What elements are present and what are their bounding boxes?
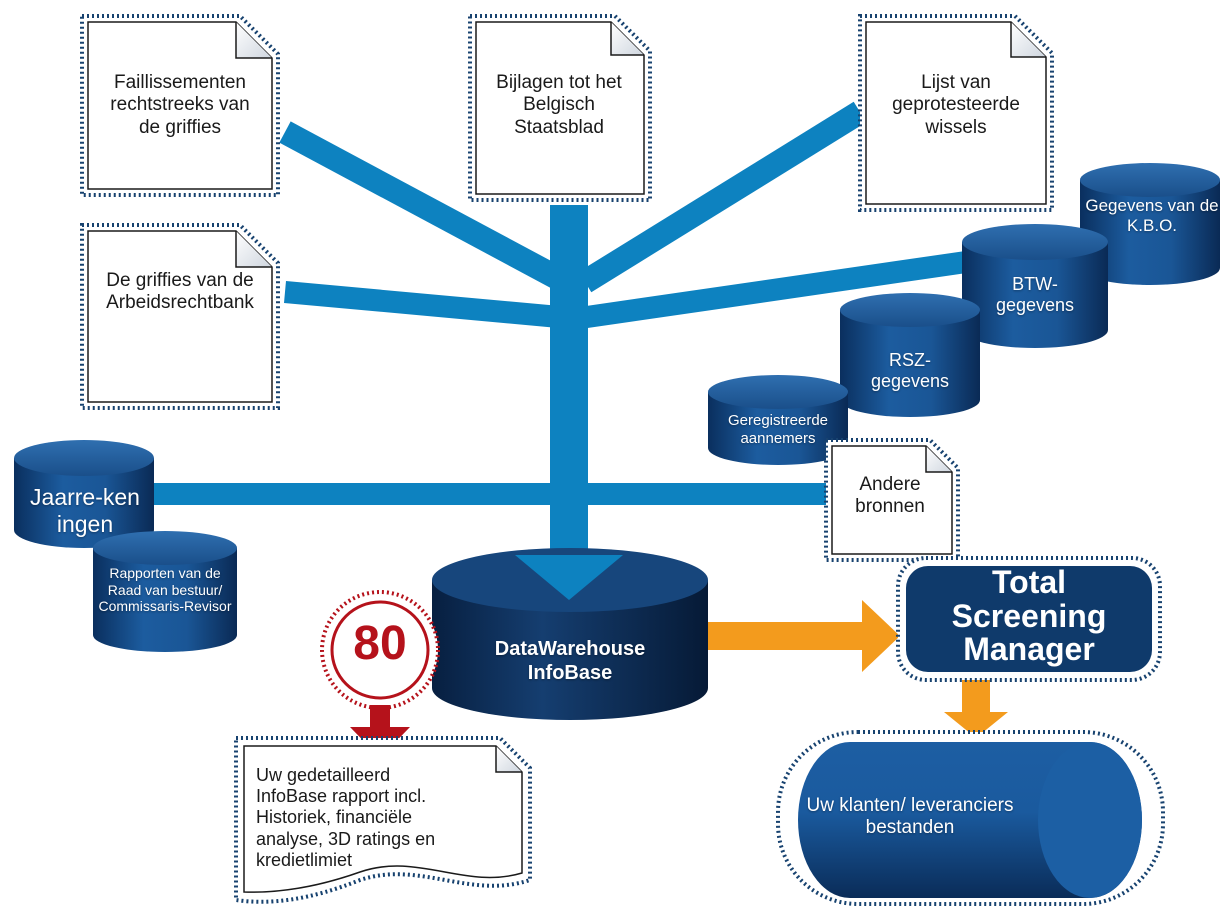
doc-bijlagen [468, 14, 652, 202]
datawarehouse-label: DataWarehouse InfoBase [494, 638, 646, 684]
db-aannemers-label: Geregistreerde aannemers [727, 412, 829, 447]
orange-arrows [708, 600, 1008, 738]
doc-andere-label: Andere bronnen [855, 474, 925, 518]
doc-bijlagen-label: Bijlagen tot het Belgisch Staatsblad [496, 72, 622, 138]
klanten-label: Uw klanten/ leveranciers bestanden [806, 795, 1014, 839]
doc-lijst [858, 14, 1054, 212]
arrow-to-tsm [708, 600, 900, 672]
db-rsz [840, 293, 980, 417]
db-datawarehouse [432, 548, 708, 720]
doc-andere [824, 438, 960, 562]
pipe-faillissementen [279, 121, 571, 293]
pipe-main-trunk [550, 205, 588, 560]
tsm-label: Total Screening Manager [951, 564, 1107, 668]
tsm-box [896, 556, 1162, 682]
db-jaarrekeningen [14, 440, 154, 548]
db-rapporten [93, 531, 237, 652]
doc-faillissementen-label: Faillissementen rechtstreeks van de grif… [110, 72, 250, 138]
doc-lijst-label: Lijst van geprotesteerde wissels [892, 72, 1020, 138]
db-aannemers [708, 375, 848, 465]
doc-griffies [80, 223, 280, 410]
db-kbo [1080, 163, 1220, 285]
flow-pipes [150, 101, 968, 600]
db-btw-label: BTW-gegevens [995, 274, 1075, 316]
pipe-griffies [284, 281, 571, 329]
doc-faillissementen [80, 14, 280, 197]
db-rsz-label: RSZ-gegevens [870, 350, 950, 392]
doc-rapport [234, 736, 532, 904]
pipe-btw [578, 251, 968, 329]
tube-klanten [776, 730, 1165, 906]
db-jaarrekeningen-label: Jaarre-keningen [30, 484, 140, 538]
db-rapporten-label: Rapporten van de Raad van bestuur/ Commi… [98, 565, 232, 615]
doc-rapport-label: Uw gedetailleerd InfoBase rapport incl. … [256, 765, 436, 870]
pipe-lijst [578, 101, 867, 293]
badge-80 [320, 590, 440, 758]
doc-griffies-label: De griffies van de Arbeidsrechtbank [106, 270, 254, 314]
badge-80-label: 80 [353, 617, 407, 670]
db-kbo-label: Gegevens van de K.B.O. [1085, 196, 1219, 236]
arrow-to-klanten [944, 680, 1008, 738]
db-btw [962, 224, 1108, 348]
